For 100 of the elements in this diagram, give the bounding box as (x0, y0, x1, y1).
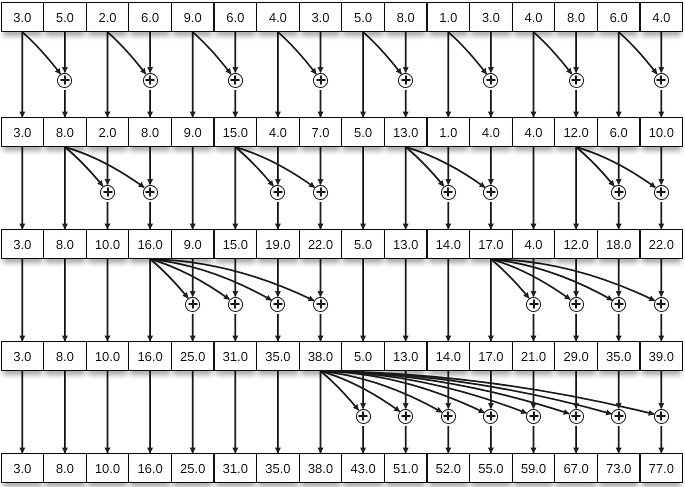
arrow (573, 371, 580, 410)
adder-circle (440, 184, 456, 200)
arrow (320, 370, 360, 411)
value-cell: 21.0 (512, 341, 556, 371)
arrow (106, 31, 146, 74)
adder-circle (611, 408, 626, 424)
value-cell: 4.0 (256, 2, 300, 32)
value-cell: 5.0 (43, 2, 87, 32)
arrow (532, 31, 572, 74)
arrow (616, 32, 622, 118)
arrow (274, 371, 281, 454)
adder-circle (313, 296, 328, 312)
value-cell: 6.0 (128, 2, 172, 32)
arrow (362, 31, 402, 74)
arrow (235, 146, 316, 188)
value-cell: 12.0 (554, 117, 598, 147)
value-cell: 13.0 (384, 117, 428, 147)
arrow (147, 90, 154, 118)
arrow (320, 370, 400, 412)
value-cell: 7.0 (298, 117, 342, 147)
value-cell: 59.0 (512, 453, 556, 483)
arrow (530, 314, 536, 342)
arrow (488, 371, 494, 410)
arrow (490, 258, 530, 299)
arrow (618, 31, 658, 74)
value-cell: 22.0 (640, 229, 684, 259)
arrow (658, 202, 664, 230)
value-cell: 2.0 (86, 117, 130, 147)
arrow (576, 146, 656, 188)
value-cell: 6.0 (596, 2, 640, 32)
value-cell: 12.0 (554, 229, 598, 259)
value-cell: 4.0 (469, 117, 513, 147)
value-cell: 6.0 (214, 2, 258, 32)
arrow (277, 31, 317, 74)
adder-circle (270, 296, 286, 312)
value-cell: 8.0 (43, 229, 87, 259)
value-cell: 4.0 (256, 117, 300, 147)
arrow (658, 371, 664, 410)
value-cell: 15.0 (214, 229, 258, 259)
value-cell: 5.0 (341, 229, 385, 259)
value-cell: 22.0 (298, 229, 342, 259)
arrow (658, 147, 664, 186)
arrow (318, 32, 324, 74)
value-cell: 3.0 (0, 117, 44, 147)
arrow (488, 32, 494, 74)
arrow (445, 426, 452, 454)
adder-circle (526, 296, 541, 312)
arrow (232, 32, 238, 74)
arrow (658, 259, 664, 298)
arrow (445, 32, 452, 118)
adder-circle (568, 72, 584, 88)
adder-circle (526, 408, 541, 424)
arrow (190, 147, 196, 230)
arrow (658, 314, 664, 342)
arrow (274, 32, 281, 118)
arrow (445, 259, 452, 342)
value-cell: 3.0 (469, 2, 513, 32)
value-cell: 10.0 (86, 453, 130, 483)
arrow (448, 31, 488, 74)
value-cell: 3.0 (0, 2, 44, 32)
arrow (576, 146, 615, 187)
value-cell: 8.0 (43, 453, 87, 483)
arrow (104, 259, 110, 342)
arrow (104, 147, 110, 186)
value-cell: 14.0 (426, 229, 470, 259)
adder-circle (483, 408, 498, 424)
adder-circle (611, 296, 626, 312)
arrow (232, 259, 238, 298)
arrow (360, 426, 366, 454)
arrow (488, 90, 494, 118)
arrow (147, 32, 154, 74)
arrow (147, 147, 154, 186)
value-cell: 8.0 (43, 117, 87, 147)
adder-circle (57, 72, 72, 88)
arrow (490, 258, 571, 300)
adder-circle (611, 184, 626, 200)
value-cell: 1.0 (426, 2, 470, 32)
arrow (445, 202, 452, 230)
adder-circle (356, 408, 371, 424)
arrow (573, 32, 580, 74)
value-cell: 10.0 (86, 341, 130, 371)
value-cell: 73.0 (596, 453, 640, 483)
adder-circle (228, 72, 243, 88)
arrow (234, 146, 274, 187)
value-cell: 39.0 (640, 341, 684, 371)
value-cell: 67.0 (554, 453, 598, 483)
value-cell: 17.0 (469, 229, 513, 259)
arrow (405, 146, 444, 187)
value-cell: 5.0 (341, 2, 385, 32)
value-cell: 10.0 (86, 229, 130, 259)
value-cell: 10.0 (640, 117, 684, 147)
arrow (19, 32, 26, 118)
arrow (573, 259, 580, 298)
arrow (616, 147, 622, 186)
value-cell: 3.0 (298, 2, 342, 32)
value-cell: 31.0 (214, 341, 258, 371)
arrow (616, 202, 622, 230)
adder-circle (270, 184, 286, 200)
arrow (232, 371, 238, 454)
arrow (318, 371, 324, 454)
